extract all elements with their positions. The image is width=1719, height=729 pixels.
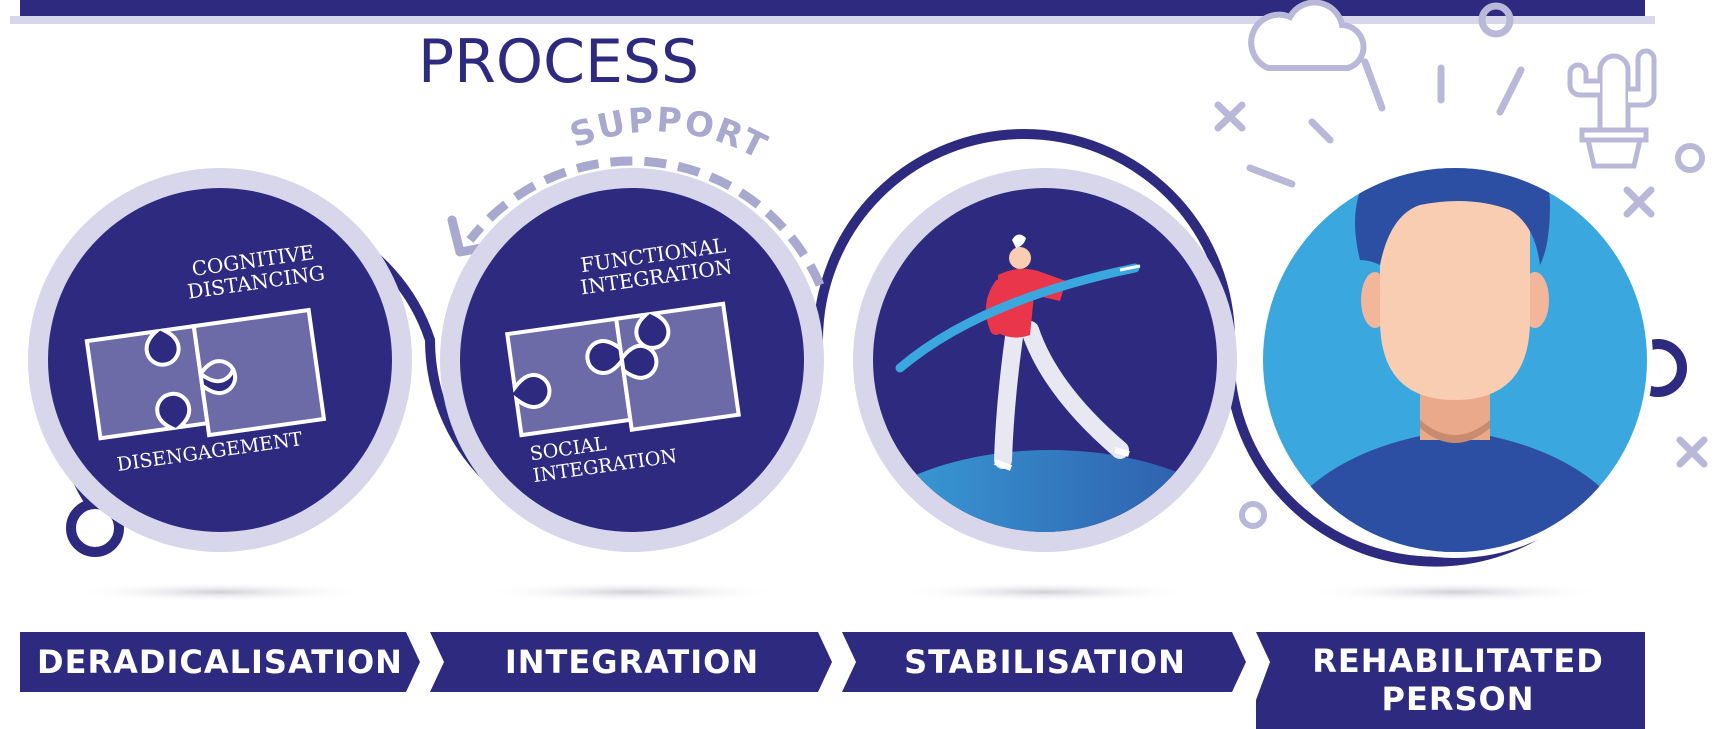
step-integration-label: INTEGRATION (505, 643, 759, 681)
cross-icon (1214, 101, 1246, 132)
step-deradicalisation-label: DERADICALISATION (37, 643, 403, 681)
circle-integration: FUNCTIONAL INTEGRATION SOCIAL INTEGRATIO… (440, 168, 824, 552)
puzzle-icon (84, 307, 327, 441)
ring-icon (1478, 2, 1514, 38)
step-rehabilitated-person: REHABILITATED PERSON (1256, 632, 1645, 729)
cross-icon (1623, 186, 1655, 218)
circle-deradicalisation: COGNITIVE DISTANCING DISENGAGEMENT (28, 168, 412, 552)
ring-icon (1239, 501, 1267, 529)
cross-icon (1676, 436, 1708, 468)
puzzle-icon (504, 301, 741, 438)
page-title: PROCESS (418, 27, 699, 97)
step-integration: INTEGRATION (430, 632, 832, 692)
cactus-icon (1567, 48, 1657, 169)
cloud-icon (1248, 0, 1367, 71)
ring-icon (1675, 143, 1705, 173)
step-deradicalisation: DERADICALISATION (20, 632, 420, 692)
support-label: SUPPORT (565, 100, 772, 168)
arrow-icon (466, 156, 825, 287)
step-rehabilitated-label-line1: REHABILITATED (1312, 642, 1604, 680)
javelin-person-icon (895, 234, 1141, 471)
step-banners: DERADICALISATION INTEGRATION STABILISATI… (20, 632, 1645, 729)
circle-stabilisation (853, 168, 1237, 552)
circle-rehabilitated-person (1257, 162, 1653, 558)
step-stabilisation: STABILISATION (842, 632, 1246, 692)
top-banner (10, 0, 1655, 24)
sun-rays-icon (1246, 58, 1525, 188)
svg-text:SUPPORT: SUPPORT (565, 100, 774, 168)
decorations (1214, 0, 1708, 529)
ground-shadows (70, 582, 1605, 602)
step-rehabilitated-label-line2: PERSON (1382, 680, 1535, 718)
step-stabilisation-label: STABILISATION (904, 643, 1186, 681)
